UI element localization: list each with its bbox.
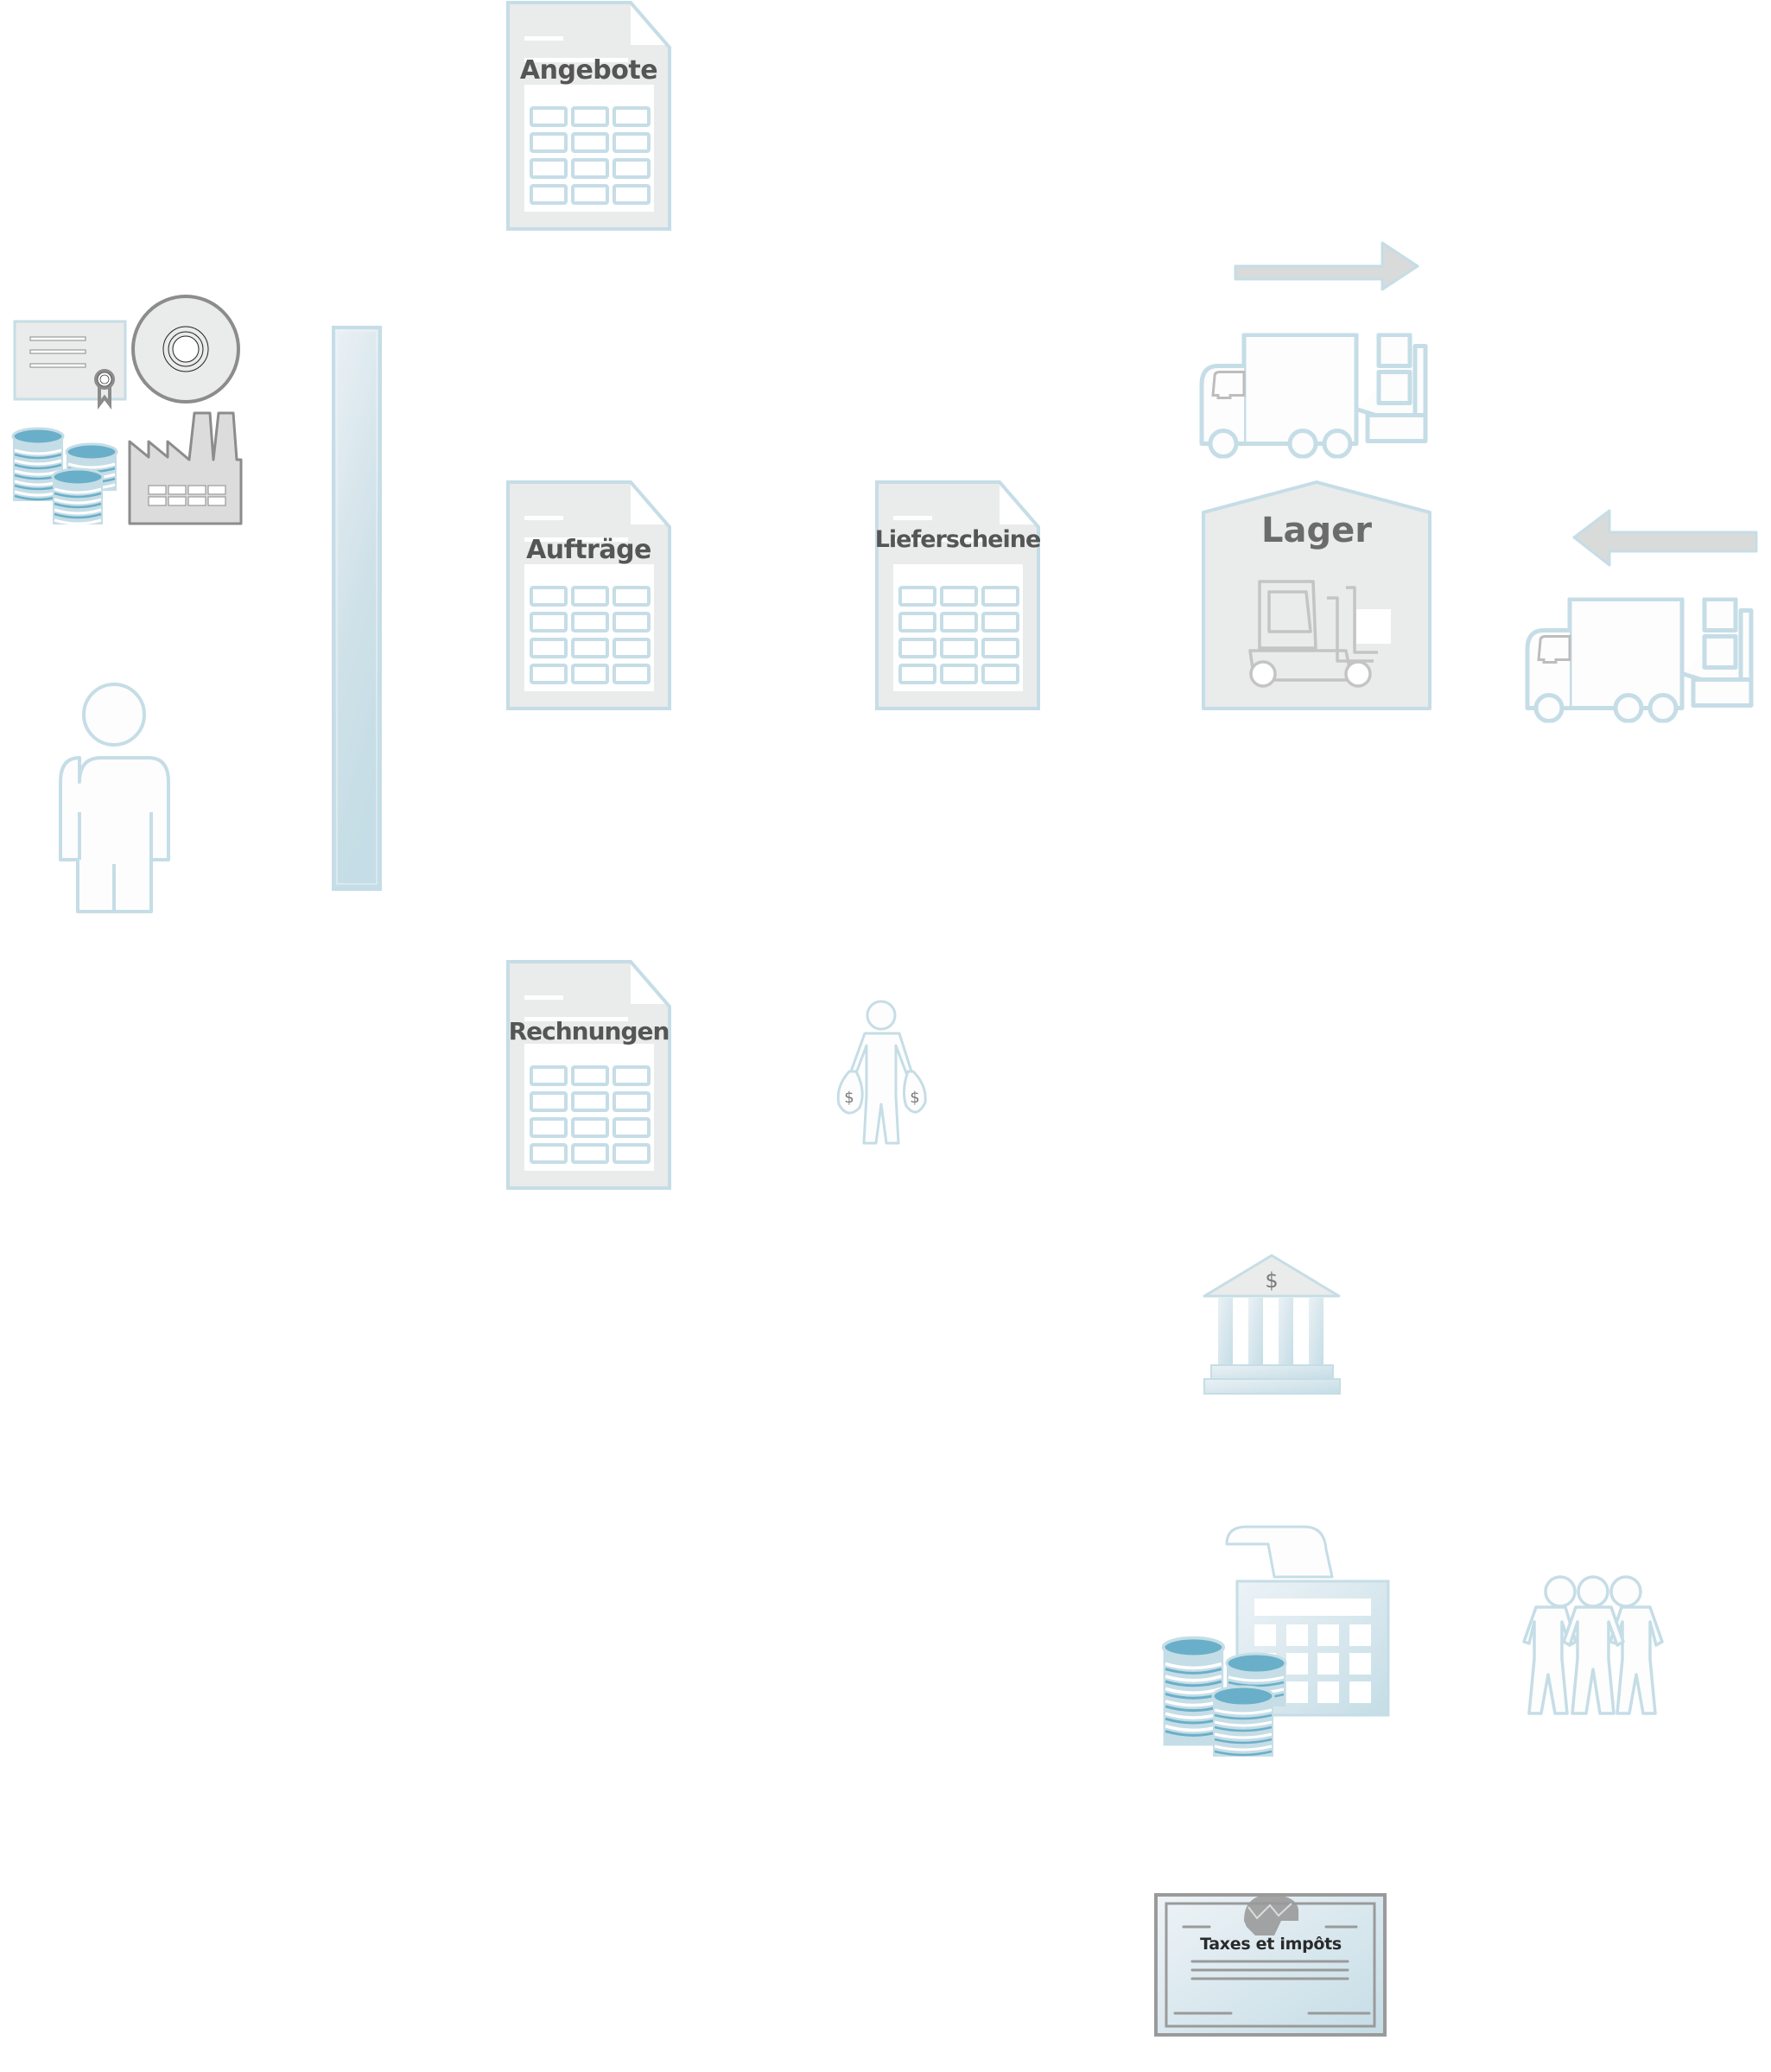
document-lieferscheine[interactable]: Lieferscheine: [874, 480, 1041, 711]
document-icon: [505, 0, 672, 232]
cd-icon: [130, 294, 242, 404]
document-icon: [874, 480, 1041, 711]
warehouse-icon[interactable]: Lager: [1201, 480, 1432, 713]
document-auftraege[interactable]: Aufträge: [505, 480, 672, 711]
arrow-right-icon: [1234, 241, 1419, 291]
vertical-bar: [332, 326, 382, 891]
warehouse-label: Lager: [1261, 511, 1372, 550]
document-label: Lieferscheine: [874, 526, 1042, 553]
coin-stacks-icon: [10, 426, 118, 526]
outbound-truck-icon[interactable]: [1199, 241, 1432, 415]
dollar-sign-left: $: [844, 1089, 854, 1107]
tax-certificate-label: Taxes et impôts: [1200, 1935, 1342, 1954]
document-icon: [505, 480, 672, 711]
dollar-sign-right: $: [910, 1089, 919, 1107]
document-angebote[interactable]: Angebote: [505, 0, 672, 232]
calculator-coins-icon: [1153, 1525, 1391, 1763]
tax-certificate-icon[interactable]: Taxes et impôts: [1153, 1888, 1388, 2039]
document-rechnungen[interactable]: Rechnungen: [505, 959, 672, 1191]
document-label: Aufträge: [526, 535, 651, 565]
factory-icon: [127, 410, 244, 526]
arrow-left-icon: [1572, 509, 1758, 567]
certificate-icon: [13, 320, 127, 410]
bank-icon[interactable]: $: [1201, 1253, 1343, 1395]
dollar-sign: $: [1265, 1268, 1278, 1293]
document-label: Angebote: [519, 55, 658, 86]
team-icon: [1522, 1573, 1665, 1718]
document-label: Rechnungen: [508, 1017, 670, 1046]
inbound-truck-icon[interactable]: [1525, 508, 1758, 681]
money-person-icon: $ $: [832, 1000, 931, 1147]
customer-person-icon: [58, 683, 172, 914]
document-icon: [505, 959, 672, 1191]
